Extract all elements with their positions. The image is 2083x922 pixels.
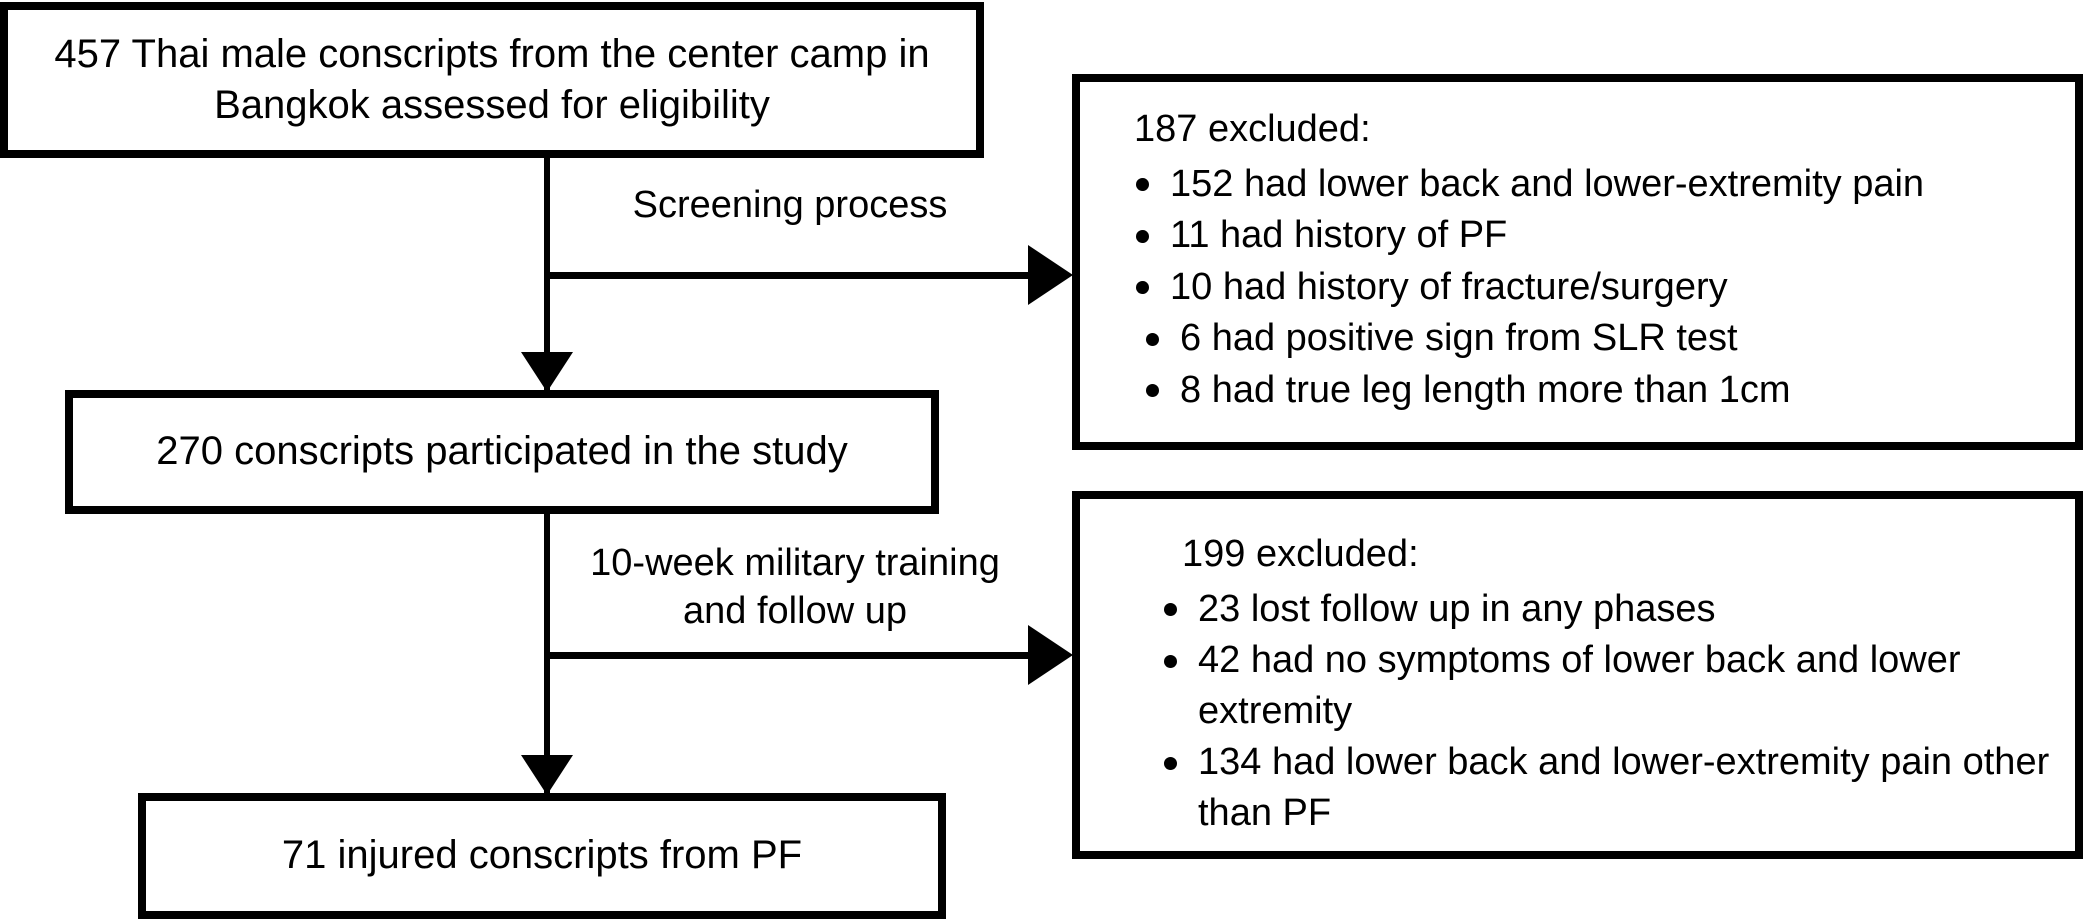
excluded-1-item: 152 had lower back and lower-extremity p… <box>1128 159 2057 210</box>
bullet-icon <box>1146 332 1159 346</box>
bullet-icon <box>1136 281 1149 295</box>
node-injured-label: 71 injured conscripts from PF <box>281 833 803 878</box>
bullet-icon <box>1164 603 1177 617</box>
edge-label-military-training: 10-week military training and follow up <box>590 542 1000 632</box>
arrowhead-down-to-injured <box>521 755 573 795</box>
bullet-icon <box>1146 384 1159 398</box>
excluded-1-item-text: 8 had true leg length more than 1cm <box>1180 368 1791 411</box>
node-assessed-for-eligibility: 457 Thai male conscripts from the center… <box>0 2 984 158</box>
bullet-icon <box>1164 756 1177 770</box>
excluded-1-item-text: 6 had positive sign from SLR test <box>1180 317 1738 360</box>
bullet-icon <box>1136 229 1149 243</box>
excluded-1-heading: 187 excluded: <box>1134 108 1371 150</box>
excluded-2-heading: 199 excluded: <box>1182 533 1419 575</box>
excluded-2-content: 199 excluded: 23 lost follow up in any p… <box>1080 499 2075 849</box>
excluded-1-item: 10 had history of fracture/surgery <box>1128 262 2057 313</box>
excluded-2-item: 134 had lower back and lower-extremity p… <box>1156 737 2057 838</box>
arrowhead-down-to-participated <box>521 352 573 392</box>
excluded-1-list: 152 had lower back and lower-extremity p… <box>1128 159 2057 416</box>
excluded-1-item: 11 had history of PF <box>1128 210 2057 261</box>
excluded-2-item-text: 42 had no symptoms of lower back and low… <box>1198 639 1961 732</box>
excluded-2-item: 42 had no symptoms of lower back and low… <box>1156 635 2057 736</box>
node-participated-in-study: 270 conscripts participated in the study <box>65 390 939 514</box>
excluded-2-list: 23 lost follow up in any phases 42 had n… <box>1156 584 2057 839</box>
excluded-2-item-text: 23 lost follow up in any phases <box>1198 587 1716 630</box>
node-excluded-screening: 187 excluded: 152 had lower back and low… <box>1072 74 2083 450</box>
excluded-1-content: 187 excluded: 152 had lower back and low… <box>1080 82 2075 426</box>
connector-horizontal-to-excluded-2 <box>547 652 1030 659</box>
node-participated-label: 270 conscripts participated in the study <box>156 429 848 474</box>
node-excluded-followup: 199 excluded: 23 lost follow up in any p… <box>1072 491 2083 859</box>
excluded-2-item: 23 lost follow up in any phases <box>1156 584 2057 635</box>
excluded-1-item-text: 11 had history of PF <box>1170 214 1508 257</box>
bullet-icon <box>1136 178 1149 192</box>
connector-horizontal-to-excluded-1 <box>547 272 1030 279</box>
arrowhead-right-to-excluded-2 <box>1028 625 1073 685</box>
node-assessed-label: 457 Thai male conscripts from the center… <box>54 31 930 127</box>
bullet-icon <box>1164 654 1177 668</box>
edge-label-screening-process: Screening process <box>632 184 948 226</box>
excluded-2-item-text: 134 had lower back and lower-extremity p… <box>1198 741 2050 834</box>
node-injured-conscripts: 71 injured conscripts from PF <box>138 793 946 919</box>
excluded-1-item-text: 152 had lower back and lower-extremity p… <box>1170 162 1925 205</box>
excluded-1-item: 6 had positive sign from SLR test <box>1128 313 2057 364</box>
arrowhead-right-to-excluded-1 <box>1028 245 1073 305</box>
excluded-1-item: 8 had true leg length more than 1cm <box>1128 365 2057 416</box>
excluded-1-item-text: 10 had history of fracture/surgery <box>1170 265 1728 308</box>
